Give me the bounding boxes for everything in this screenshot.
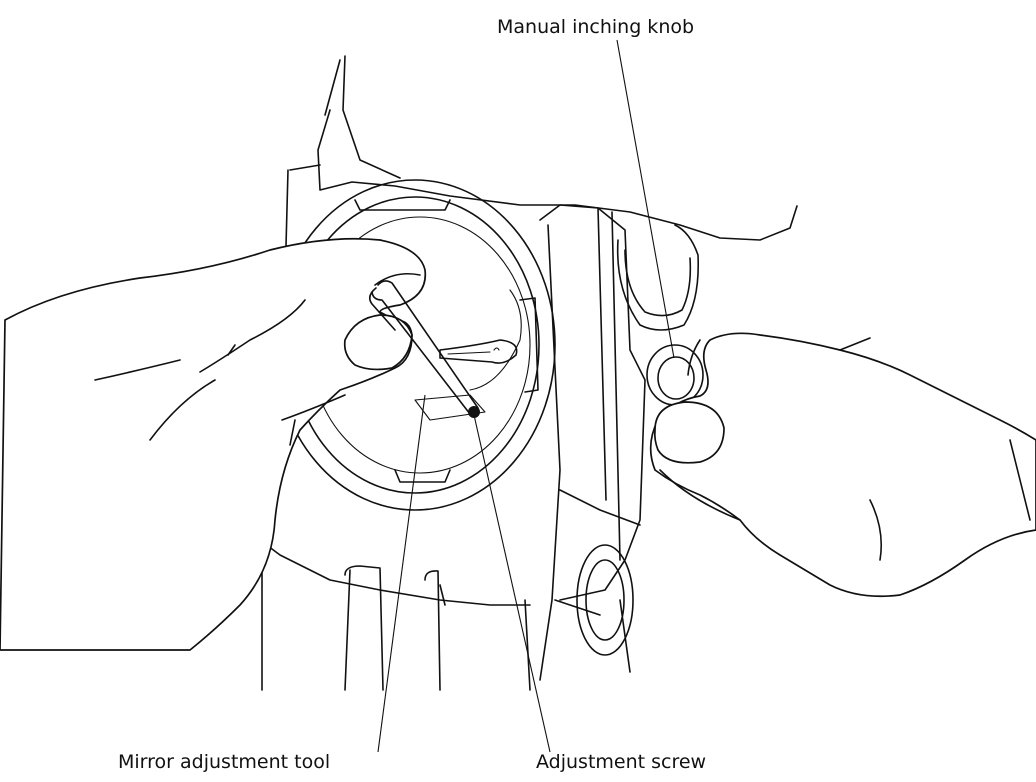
callout-adjustment-screw: Adjustment screw (536, 753, 706, 772)
callout-mirror-adjustment-tool: Mirror adjustment tool (118, 753, 330, 772)
camera-upper-housing (286, 56, 797, 246)
right-hand (651, 333, 1036, 596)
manual-inching-knob (647, 345, 703, 405)
leader-screw (474, 415, 550, 752)
leader-knob (617, 40, 674, 358)
callout-manual-inching-knob: Manual inching knob (497, 18, 694, 37)
leader-tool (378, 395, 425, 752)
left-hand (0, 239, 425, 650)
camera-lower-body (260, 540, 530, 690)
callout-leaders (378, 40, 674, 752)
